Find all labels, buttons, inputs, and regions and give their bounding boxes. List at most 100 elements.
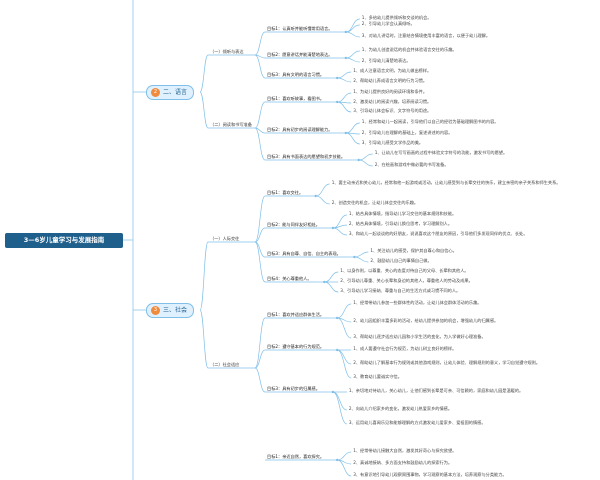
goal-node: 目标1：喜欢交往。 xyxy=(267,190,304,195)
connector xyxy=(254,367,266,393)
connector xyxy=(254,241,266,258)
goal-item: 2、引导幼儿尊重、关心长辈和身边的其他人，尊重他人的劳动及成果。 xyxy=(340,278,473,283)
connector xyxy=(254,195,266,243)
connector xyxy=(254,101,266,129)
goal-item: 2、引导幼儿清楚地表达。 xyxy=(361,58,411,63)
connector xyxy=(337,317,352,339)
goal-node: 目标3：具有初步的归属感。 xyxy=(267,386,320,391)
goal-item: 3、有意识地引导幼儿观察周围事物，学习观察的基本方法，培养观察与分类能力。 xyxy=(353,472,507,477)
connector xyxy=(254,54,266,79)
connector xyxy=(324,281,339,293)
goal-node: 目标3：具有文明的语言习惯。 xyxy=(267,72,325,77)
connector xyxy=(345,132,360,145)
connector xyxy=(358,159,373,167)
section-number-badge: 2 xyxy=(151,88,160,97)
connector xyxy=(315,183,330,197)
connector xyxy=(337,303,352,319)
goal-item: 3、引导幼儿感受文学作品的美。 xyxy=(361,140,424,145)
goal-item: 3、教育幼儿要诚实守信。 xyxy=(353,374,402,379)
goal-node: 目标2：遵守基本的行为规范。 xyxy=(267,344,325,349)
connector xyxy=(199,241,209,311)
goal-node: 目标2：能与同伴友好相处。 xyxy=(267,222,320,227)
connector xyxy=(345,50,360,59)
section-number-badge: 3 xyxy=(151,306,160,315)
goal-item: 2、鼓励幼儿自己的事情自己做。 xyxy=(370,258,432,263)
goal-item: 2、真诚地接纳、多方面支持和鼓励幼儿的探索行为。 xyxy=(353,460,453,465)
goal-item: 3、运用幼儿喜闻乐见和能够理解的方式激发幼儿爱家乡、爱祖国的情感。 xyxy=(348,420,486,425)
connector xyxy=(337,77,352,83)
goal-item: 1、关注幼儿的感受，保护其自尊心和自信心。 xyxy=(370,248,457,253)
connector xyxy=(354,251,369,258)
section-title: 三、社会 xyxy=(163,307,188,314)
goal-item: 2、结合具体情境，引导幼儿换位思考，学习理解别人。 xyxy=(348,221,453,226)
goal-item: 1、多给幼儿提供倾听和交谈的机会。 xyxy=(361,15,432,20)
connector xyxy=(337,92,352,103)
connector xyxy=(199,54,209,93)
connector xyxy=(337,349,352,379)
goal-item: 1、经常带幼儿接触大自然，激发其好奇心与探究欲望。 xyxy=(353,448,457,453)
connector xyxy=(337,349,352,365)
connector xyxy=(337,101,352,113)
connector xyxy=(254,241,266,283)
connector xyxy=(354,256,369,263)
goal-item: 1、亲切地对待幼儿，关心幼儿，让他们感到长辈是可亲、可信赖的，家庭和幼儿园是温暖… xyxy=(348,388,524,393)
goal-item: 2、创造交往的机会，让幼儿体会交往的乐趣。 xyxy=(331,200,419,205)
connector xyxy=(254,127,266,161)
connector xyxy=(337,71,352,79)
goal-item: 1、经常和幼儿一起阅读，引导他们以自己的经验为基础理解图书的内容。 xyxy=(361,119,499,124)
connector xyxy=(254,54,266,59)
goal-item: 1、为幼儿创造说话的机会并体验语言交往的乐趣。 xyxy=(361,47,457,52)
goal-item: 2、激发幼儿的阅读兴趣，培养阅读习惯。 xyxy=(353,99,432,104)
connector xyxy=(254,227,266,243)
goal-item: 3、对幼儿讲话时，注意结合情境使用丰富的语言，以便于幼儿理解。 xyxy=(361,33,491,38)
goal-item: 1、以身作则，以尊重、关心的态度对待自己的父母、长辈和其他人。 xyxy=(340,268,469,273)
root-topic: 3—6岁儿童学习与发展指南 xyxy=(5,233,123,248)
goal-item: 3、引导幼儿学习接纳、尊重与自己的生活方式或习惯不同的人。 xyxy=(340,288,461,293)
goal-node: 目标4：关心尊重他人。 xyxy=(267,276,312,281)
goal-item: 1、要主动亲近和关心幼儿，经常和他一起游戏或活动，让幼儿感受到与长辈交往的快乐，… xyxy=(331,180,561,185)
goal-node: 目标2：具有初步的阅读理解能力。 xyxy=(267,127,333,132)
connector xyxy=(254,349,266,369)
goal-item: 3、和幼儿一起谈谈他的好朋友，说说喜欢这个朋友的原因，引导他们多发现同伴的优点、… xyxy=(348,231,528,236)
goal-node: 目标3：具有书面表达的愿望和初步技能。 xyxy=(267,154,346,159)
connector xyxy=(332,227,347,236)
goal-item: 2、幼儿园组织丰富多彩的活动，给幼儿提供参加的机会，增强幼儿的归属感。 xyxy=(353,318,499,323)
goal-node: 目标1：喜欢听故事，看图书。 xyxy=(267,96,325,101)
goal-node: 目标3：具有自尊、自信、自主的表现。 xyxy=(267,251,341,256)
goal-node: 目标1：亲近自然，喜欢探究。 xyxy=(267,454,325,459)
sub-topic: （二）社会适应 xyxy=(210,362,240,367)
connector xyxy=(254,31,266,56)
sub-topic: （二）阅读和书写准备 xyxy=(210,122,252,127)
connector xyxy=(332,224,347,229)
sub-topic: （一）人际交往 xyxy=(210,236,240,241)
section-title: 二、语言 xyxy=(163,89,188,96)
goal-item: 2、向幼儿介绍家乡的变化，激发幼儿热爱家乡的情感。 xyxy=(348,406,453,411)
goal-item: 2、引导幼儿学会认真倾听。 xyxy=(361,21,415,26)
goal-node: 目标1：喜欢并适应群体生活。 xyxy=(267,312,325,317)
goal-item: 1、为幼儿提供良好的阅读环境和条件。 xyxy=(353,89,428,94)
connector xyxy=(254,127,266,134)
connector xyxy=(358,153,373,161)
connector xyxy=(345,57,360,63)
connector xyxy=(324,271,339,283)
goal-node: 目标1：认真听并能听懂常用语言。 xyxy=(267,26,333,31)
goal-item: 2、在绘画和游戏中做必要的书写准备。 xyxy=(374,162,449,167)
connector xyxy=(315,195,330,205)
goal-item: 1、结合具体情境，指导幼儿学习交往的基本规则和技能。 xyxy=(348,211,457,216)
connector xyxy=(254,317,266,369)
goal-item: 3、引导幼儿体会标识、文字符号的用途。 xyxy=(353,108,432,113)
connector xyxy=(199,309,209,369)
connector xyxy=(332,214,347,229)
goal-item: 2、引导幼儿在理解的基础上，复述讲述的内容。 xyxy=(361,130,453,135)
goal-item: 1、成人要遵守社会行为规范，为幼儿树立良好的榜样。 xyxy=(353,346,457,351)
goal-item: 2、帮助幼儿了解基本行为规则或其他游戏规则，让幼儿体验、理解规则的意义，学习自觉… xyxy=(353,360,541,365)
connector xyxy=(337,459,352,477)
goal-item: 3、帮助幼儿逐步适应幼儿园和小学生活的变化，为入学做好心理准备。 xyxy=(353,334,486,339)
connector xyxy=(337,451,352,461)
sub-topic: （一）倾听与表达 xyxy=(210,49,244,54)
goal-item: 2、帮助幼儿养成语言文明的行为习惯。 xyxy=(353,78,428,83)
goal-item: 1、经常带幼儿参加一些群体性的活动，让幼儿体会群体活动的乐趣。 xyxy=(353,300,482,305)
